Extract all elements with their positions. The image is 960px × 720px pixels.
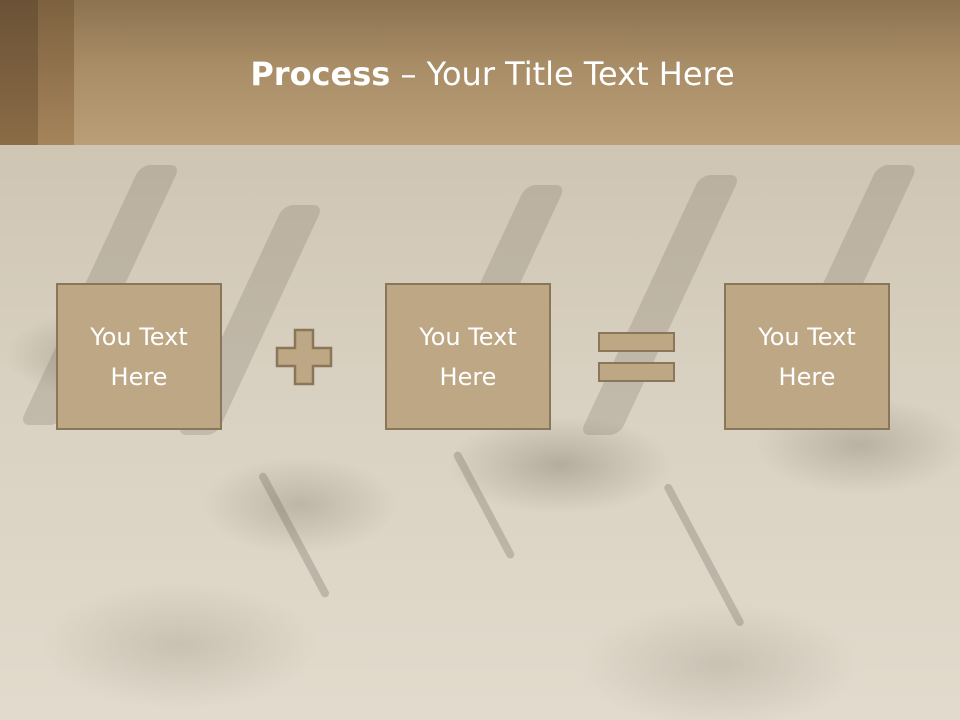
equals-bar-bottom	[598, 362, 675, 382]
slide-title[interactable]: Process – Your Title Text Here	[0, 52, 960, 96]
plus-icon	[275, 328, 333, 386]
process-box-3[interactable]: You Text Here	[724, 283, 890, 430]
process-box-2[interactable]: You Text Here	[385, 283, 551, 430]
process-box-1-line1: You Text	[90, 322, 188, 351]
process-box-3-line1: You Text	[758, 322, 856, 351]
slide-title-bold: Process	[250, 55, 391, 93]
process-box-1-line2: Here	[110, 362, 168, 391]
process-box-2-line1: You Text	[419, 322, 517, 351]
equals-bar-top	[598, 332, 675, 352]
background-mixer-photo	[0, 145, 960, 720]
title-bar	[0, 0, 960, 145]
process-box-3-line2: Here	[778, 362, 836, 391]
header-accent-dark	[0, 0, 38, 145]
slide-title-rest: – Your Title Text Here	[390, 55, 735, 93]
header-accent-light	[38, 0, 74, 145]
process-box-2-line2: Here	[439, 362, 497, 391]
process-box-1[interactable]: You Text Here	[56, 283, 222, 430]
